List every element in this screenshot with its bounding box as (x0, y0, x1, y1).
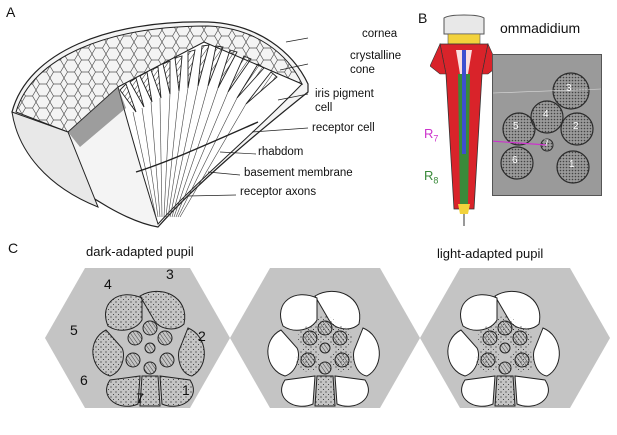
c-num-2: 2 (198, 328, 206, 344)
c-num-3: 3 (166, 266, 174, 282)
c-num-7: 7 (136, 390, 144, 406)
dark-adapted-title: dark-adapted pupil (86, 244, 194, 259)
r8-label-sub: 8 (433, 175, 439, 186)
label-crystalline: crystalline (350, 50, 402, 62)
ommatidium-schematic (430, 14, 499, 226)
label-receptor-axons: receptor axons (240, 186, 317, 198)
mg-num-3: 3 (566, 83, 572, 94)
pupil-hexagons (45, 268, 610, 408)
c-num-1: 1 (182, 382, 190, 398)
r7-label-main: R (424, 126, 434, 141)
mg-num-1: 1 (569, 159, 575, 170)
mg-num-7: 7 (544, 138, 550, 148)
mg-num-5: 5 (513, 121, 519, 132)
compound-eye-diagram (11, 21, 309, 228)
r8-label-main: R (424, 168, 434, 183)
light-adapted-title: light-adapted pupil (437, 246, 544, 261)
ommatidium-title: ommadidium (500, 20, 581, 36)
c-num-6: 6 (80, 372, 88, 388)
label-rhabdom: rhabdom (258, 146, 304, 158)
c-num-4: 4 (104, 276, 112, 292)
electron-micrograph: 3 4 5 2 7 6 1 (492, 54, 602, 196)
label-basement-membrane: basement membrane (244, 167, 353, 179)
label-cell: cell (315, 102, 333, 114)
label-receptor-cell: receptor cell (312, 122, 375, 134)
label-cone: cone (350, 64, 375, 76)
panel-a-letter: A (6, 4, 16, 20)
label-cornea: cornea (362, 28, 398, 40)
r7-label-sub: 7 (433, 133, 439, 144)
panel-c-letter: C (8, 240, 19, 256)
label-iris-pigment: iris pigment (315, 88, 374, 100)
mg-num-2: 2 (573, 121, 579, 132)
c-num-5: 5 (70, 322, 78, 338)
r8-label: R8 (424, 168, 438, 186)
panel-b-letter: B (418, 10, 428, 26)
r7-label: R7 (424, 126, 438, 144)
mg-num-6: 6 (512, 155, 518, 166)
mg-num-4: 4 (543, 109, 549, 120)
